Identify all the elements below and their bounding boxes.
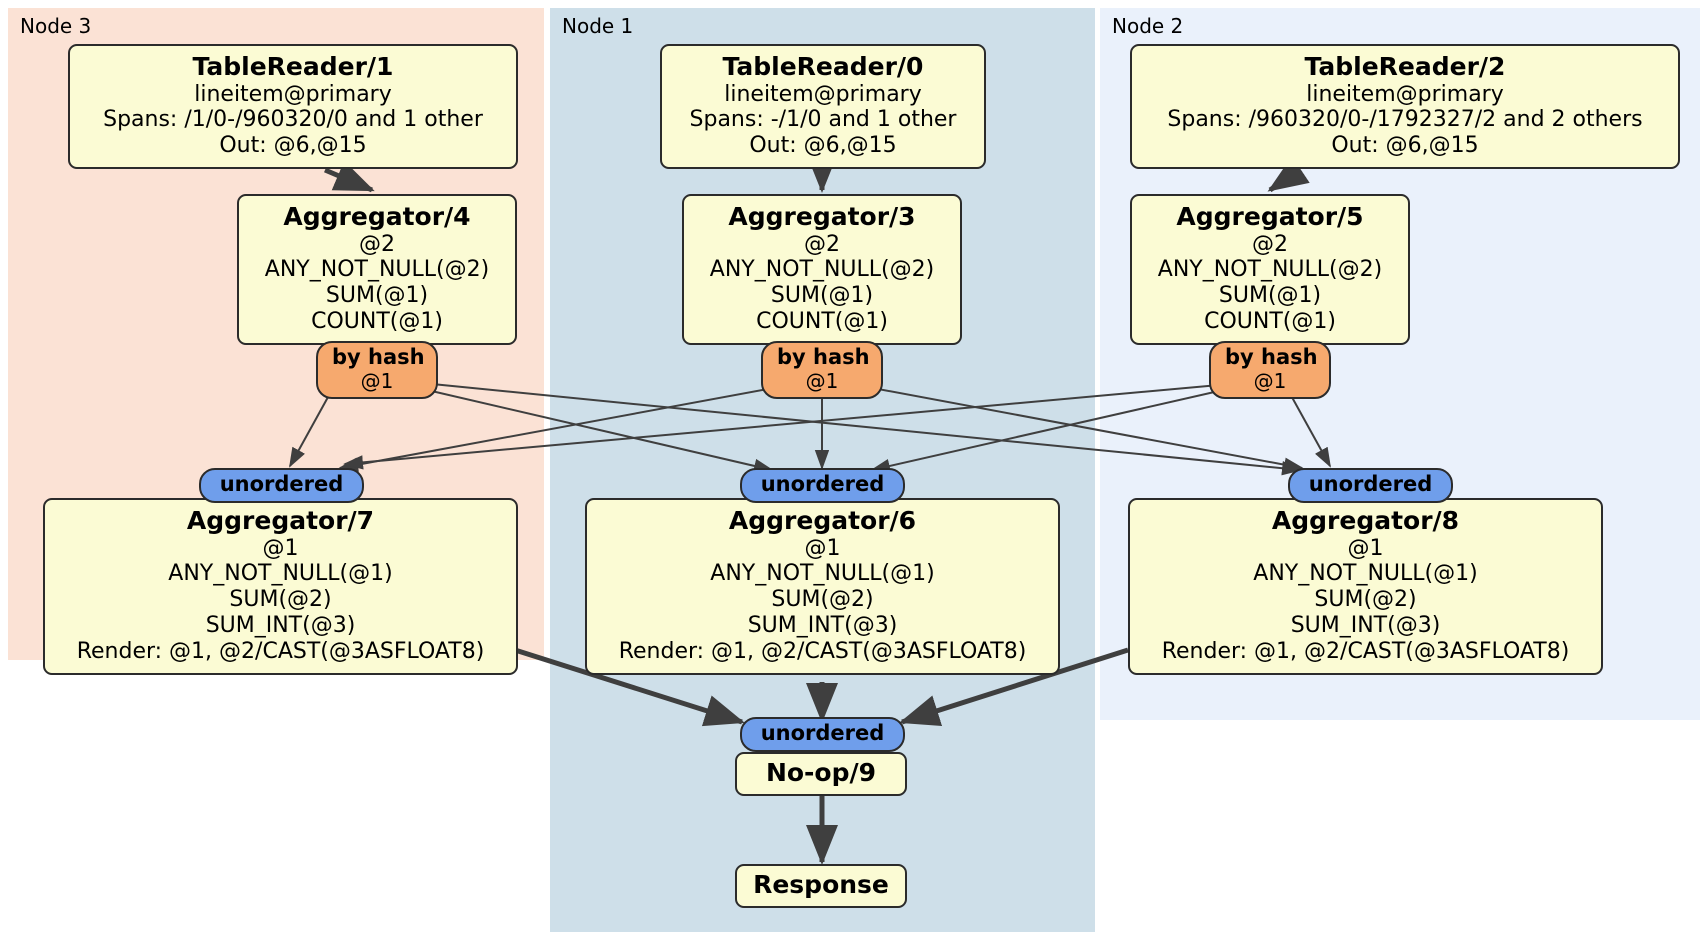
input-synchronizer-badge-unordered-left[interactable]: unordered	[199, 468, 364, 503]
processor-line-agg3: SUM_INT(@3)	[205, 613, 356, 639]
processor-line-agg2: SUM(@2)	[1314, 587, 1417, 613]
processor-aggregator-7[interactable]: Aggregator/7 @1 ANY_NOT_NULL(@1) SUM(@2)…	[43, 498, 518, 676]
badge-label: by hash	[332, 345, 425, 369]
processor-aggregator-4[interactable]: Aggregator/4 @2 ANY_NOT_NULL(@2) SUM(@1)…	[237, 194, 517, 346]
processor-line-agg1: ANY_NOT_NULL(@2)	[1157, 257, 1383, 283]
processor-line-groupby: @2	[1252, 231, 1288, 257]
processor-line-agg1: ANY_NOT_NULL(@2)	[264, 257, 490, 283]
processor-aggregator-8[interactable]: Aggregator/8 @1 ANY_NOT_NULL(@1) SUM(@2)…	[1128, 498, 1603, 676]
processor-title: Aggregator/3	[728, 202, 916, 231]
badge-label: by hash	[1225, 345, 1318, 369]
node-panel-label-node1: Node 1	[562, 14, 634, 38]
input-synchronizer-badge-unordered-final[interactable]: unordered	[740, 717, 905, 752]
processor-title: Aggregator/8	[1271, 506, 1460, 535]
badge-sublabel: @1	[360, 368, 394, 393]
processor-line-agg2: SUM(@2)	[229, 587, 332, 613]
node-panel-label-node3: Node 3	[20, 14, 92, 38]
processor-line-agg3: SUM_INT(@3)	[1290, 613, 1441, 639]
badge-label: unordered	[760, 472, 885, 496]
processor-noop-9[interactable]: No-op/9	[735, 752, 907, 796]
processor-line-agg1: ANY_NOT_NULL(@2)	[709, 257, 935, 283]
processor-line-spans: Spans: /960320/0-/1792327/2 and 2 others	[1167, 107, 1643, 133]
processor-title: Response	[753, 870, 889, 899]
processor-title: Aggregator/6	[728, 506, 917, 535]
processor-title: Aggregator/7	[186, 506, 375, 535]
processor-aggregator-6[interactable]: Aggregator/6 @1 ANY_NOT_NULL(@1) SUM(@2)…	[585, 498, 1060, 676]
processor-line-agg1: ANY_NOT_NULL(@1)	[168, 561, 393, 587]
badge-sublabel: @1	[805, 368, 839, 393]
output-router-badge-hash-mid[interactable]: by hash @1	[761, 341, 883, 399]
output-router-badge-hash-right[interactable]: by hash @1	[1209, 341, 1331, 399]
input-synchronizer-badge-unordered-mid[interactable]: unordered	[740, 468, 905, 503]
processor-tablereader-2[interactable]: TableReader/2 lineitem@primary Spans: /9…	[1130, 44, 1680, 170]
output-router-badge-hash-left[interactable]: by hash @1	[316, 341, 438, 399]
processor-line-agg3: SUM_INT(@3)	[747, 613, 898, 639]
processor-line-spans: Spans: -/1/0 and 1 other	[689, 107, 957, 133]
processor-line-index: lineitem@primary	[194, 81, 392, 107]
input-synchronizer-badge-unordered-right[interactable]: unordered	[1288, 468, 1453, 503]
processor-line-agg2: SUM(@2)	[771, 587, 874, 613]
processor-title: TableReader/2	[1304, 52, 1506, 81]
processor-line-agg3: COUNT(@1)	[311, 309, 443, 335]
processor-line-groupby: @2	[804, 231, 840, 257]
processor-line-out: Out: @6,@15	[1331, 133, 1479, 159]
processor-line-index: lineitem@primary	[1306, 81, 1504, 107]
processor-title: Aggregator/5	[1176, 202, 1364, 231]
processor-line-agg3: COUNT(@1)	[756, 309, 888, 335]
badge-label: unordered	[1308, 472, 1433, 496]
badge-label: by hash	[777, 345, 870, 369]
processor-line-groupby: @1	[262, 535, 299, 561]
processor-line-agg1: ANY_NOT_NULL(@1)	[1253, 561, 1478, 587]
processor-line-groupby: @2	[359, 231, 395, 257]
processor-line-agg3: COUNT(@1)	[1204, 309, 1336, 335]
processor-line-render: Render: @1, @2/CAST(@3ASFLOAT8)	[1161, 639, 1570, 665]
processor-line-index: lineitem@primary	[724, 81, 922, 107]
badge-sublabel: @1	[1253, 368, 1287, 393]
processor-aggregator-3[interactable]: Aggregator/3 @2 ANY_NOT_NULL(@2) SUM(@1)…	[682, 194, 962, 346]
processor-title: Aggregator/4	[283, 202, 471, 231]
processor-line-agg1: ANY_NOT_NULL(@1)	[710, 561, 935, 587]
processor-response[interactable]: Response	[735, 864, 907, 908]
processor-line-groupby: @1	[1347, 535, 1384, 561]
processor-tablereader-1[interactable]: TableReader/1 lineitem@primary Spans: /1…	[68, 44, 518, 170]
processor-title: No-op/9	[765, 758, 877, 787]
processor-line-agg2: SUM(@1)	[770, 283, 874, 309]
badge-label: unordered	[219, 472, 344, 496]
processor-line-agg2: SUM(@1)	[325, 283, 429, 309]
badge-label: unordered	[760, 721, 885, 745]
node-panel-label-node2: Node 2	[1112, 14, 1184, 38]
processor-line-render: Render: @1, @2/CAST(@3ASFLOAT8)	[618, 639, 1027, 665]
processor-tablereader-0[interactable]: TableReader/0 lineitem@primary Spans: -/…	[660, 44, 986, 170]
processor-title: TableReader/0	[722, 52, 924, 81]
processor-line-spans: Spans: /1/0-/960320/0 and 1 other	[103, 107, 483, 133]
processor-line-render: Render: @1, @2/CAST(@3ASFLOAT8)	[76, 639, 485, 665]
processor-line-out: Out: @6,@15	[749, 133, 897, 159]
processor-aggregator-5[interactable]: Aggregator/5 @2 ANY_NOT_NULL(@2) SUM(@1)…	[1130, 194, 1410, 346]
processor-line-groupby: @1	[804, 535, 841, 561]
processor-line-agg2: SUM(@1)	[1218, 283, 1322, 309]
processor-line-out: Out: @6,@15	[219, 133, 367, 159]
processor-title: TableReader/1	[192, 52, 394, 81]
